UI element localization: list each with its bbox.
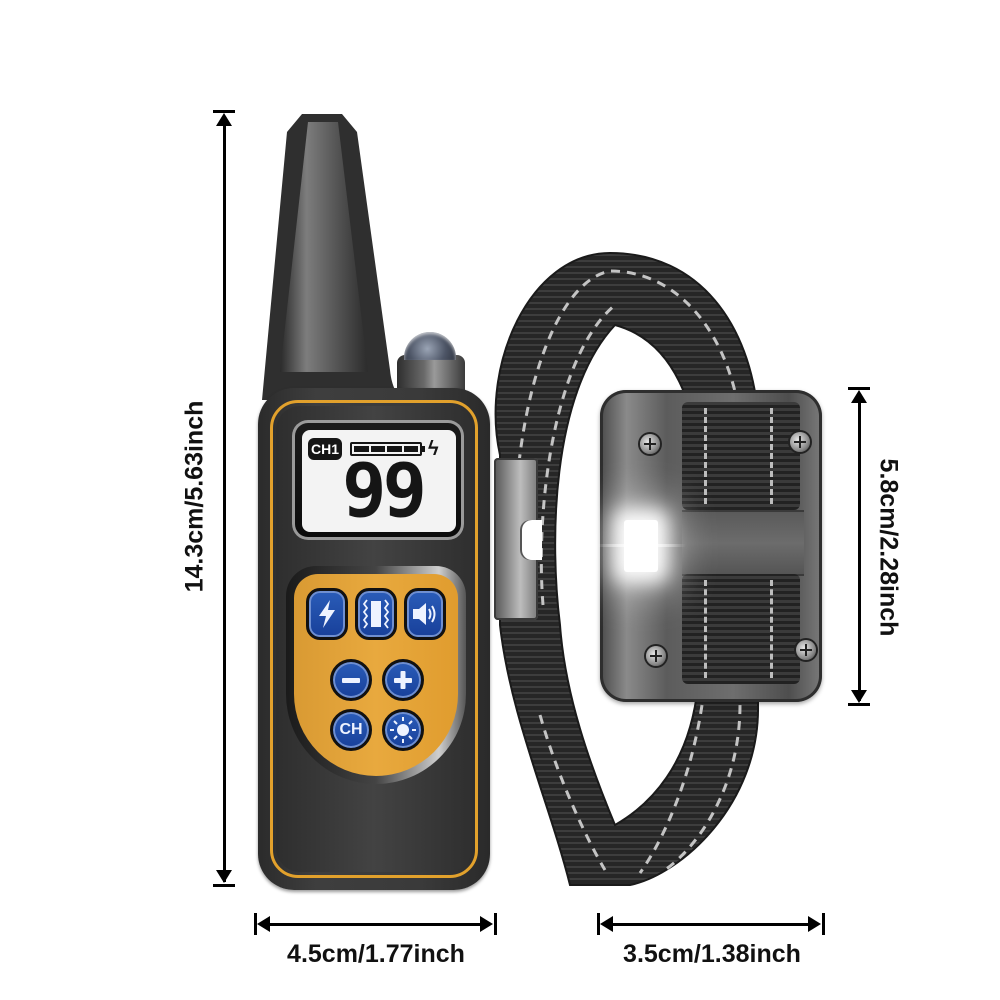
battery-tip bbox=[422, 446, 425, 452]
dimension-cap-right bbox=[822, 913, 825, 935]
channel-badge: CH1 bbox=[308, 438, 342, 460]
receiver-width-label: 3.5cm/1.38inch bbox=[623, 940, 801, 968]
dimension-cap-bottom bbox=[213, 884, 235, 887]
receiver-height-label: 5.8cm/2.28inch bbox=[874, 458, 903, 637]
charging-bolt-icon: ϟ bbox=[428, 438, 439, 460]
remote-accent-rim bbox=[270, 400, 478, 878]
light-button[interactable] bbox=[382, 709, 424, 751]
receiver-strap-band-bottom bbox=[682, 574, 800, 684]
battery-icon bbox=[350, 442, 422, 456]
remote-height-label: 14.3cm/5.63inch bbox=[180, 400, 209, 593]
screw-icon bbox=[790, 432, 810, 452]
arrow-down-icon bbox=[216, 870, 232, 883]
led-flare bbox=[596, 544, 686, 547]
minus-button[interactable] bbox=[330, 659, 372, 701]
arrow-right-icon bbox=[808, 916, 821, 932]
dimension-line bbox=[262, 923, 490, 926]
dimension-cap-top bbox=[848, 387, 870, 390]
beep-button[interactable] bbox=[404, 588, 446, 640]
shock-button[interactable] bbox=[306, 588, 348, 640]
receiver-strap-band-top bbox=[682, 402, 800, 510]
remote-antenna bbox=[262, 114, 402, 400]
dimension-cap-top bbox=[213, 110, 235, 113]
screw-icon bbox=[640, 434, 660, 454]
channel-button[interactable]: CH bbox=[330, 709, 372, 751]
dimension-line bbox=[605, 923, 817, 926]
dimension-cap-left bbox=[254, 913, 257, 935]
plus-icon bbox=[394, 671, 412, 689]
sun-icon bbox=[390, 717, 416, 743]
vibrate-button[interactable] bbox=[355, 588, 397, 640]
arrow-down-icon bbox=[851, 690, 867, 703]
speaker-icon bbox=[413, 603, 436, 625]
dimension-cap-bottom bbox=[848, 703, 870, 706]
screw-icon bbox=[646, 646, 666, 666]
vibration-icon bbox=[362, 599, 390, 629]
remote-width-label: 4.5cm/1.77inch bbox=[287, 940, 465, 968]
screw-icon bbox=[796, 640, 816, 660]
dimension-cap-right bbox=[494, 913, 497, 935]
dimension-line bbox=[223, 118, 226, 882]
lcd-level-value: 99 bbox=[342, 448, 427, 534]
minus-icon bbox=[342, 678, 360, 683]
arrow-right-icon bbox=[480, 916, 493, 932]
dimension-cap-left bbox=[597, 913, 600, 935]
receiver-center-bar bbox=[682, 510, 804, 576]
buckle-notch bbox=[520, 520, 542, 560]
lightning-icon bbox=[319, 600, 335, 628]
plus-button[interactable] bbox=[382, 659, 424, 701]
dimension-line bbox=[858, 395, 861, 701]
